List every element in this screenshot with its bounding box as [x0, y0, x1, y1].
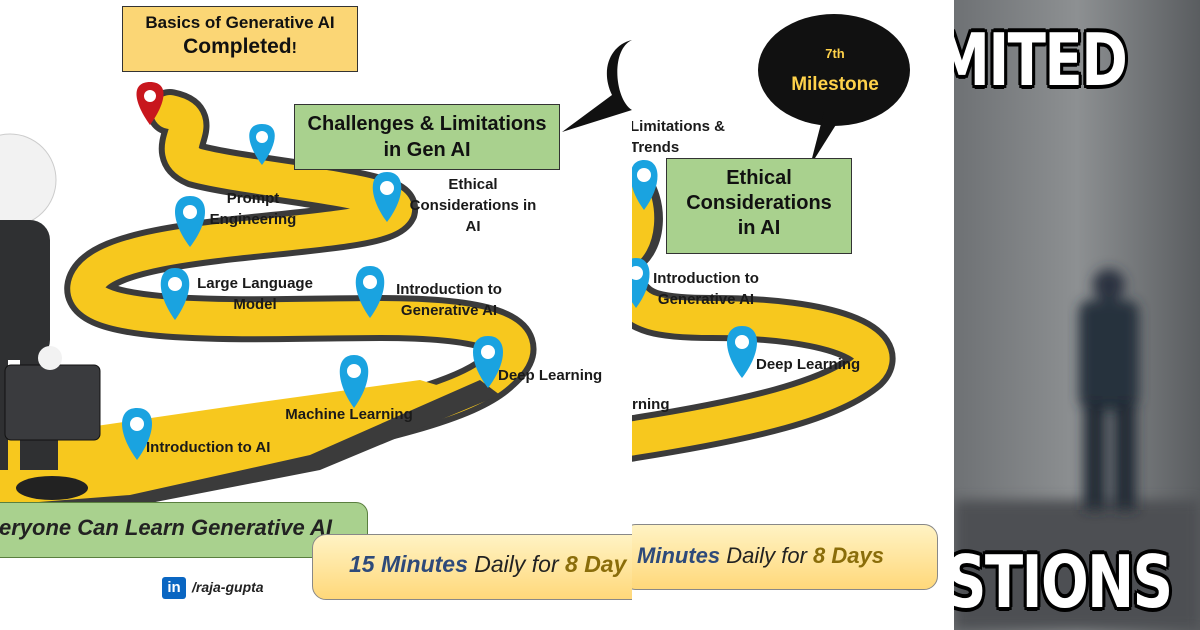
ethical-line2: Considerations	[686, 192, 832, 214]
blurred-photo	[954, 0, 1200, 630]
meme-bottom-text: STIONS	[954, 540, 1173, 624]
challenges-line1: Challenges & Limitations	[307, 113, 547, 135]
pill2-part3: 8 Days	[813, 543, 884, 568]
businessman-figure	[0, 133, 101, 500]
pill2-part2: Daily for	[720, 543, 814, 568]
label-learning-fragment: rning	[632, 396, 670, 413]
blurred-person	[1079, 269, 1139, 510]
pin-icon	[632, 160, 658, 210]
pin-icon	[473, 336, 503, 388]
road-shadow	[0, 380, 500, 515]
completed-mark: !	[291, 40, 297, 57]
pin-icon	[175, 196, 205, 247]
label-limitations-trends: Limitations & Trends	[632, 118, 726, 156]
milestone-intro-ai: Introduction to AI	[146, 439, 271, 456]
roadmap-panel-1: Basics of Generative AI Completed! Chall…	[0, 6, 632, 600]
meme-top-text: MITED	[954, 18, 1128, 102]
road-illustration-2	[632, 14, 910, 462]
road-foreground	[0, 380, 470, 510]
speech-bubble-tail	[810, 112, 844, 166]
pill-part1: 15 Minutes	[349, 551, 468, 577]
roadmap-panel-2: 7th Milestone Limitations & Trends Ethic…	[632, 0, 954, 630]
ethical-box: Ethical Considerations in AI	[666, 158, 852, 254]
pill-part2: Daily for	[467, 551, 566, 577]
pill-part3: 8 Day	[565, 551, 627, 577]
pin-icon	[160, 268, 190, 320]
speech-bubble-fragment	[562, 40, 632, 132]
pin-icon	[122, 408, 152, 460]
pill2-part1: Minutes	[637, 543, 721, 568]
milestone-ethical-considerations: Ethical Considerations in AI	[409, 176, 537, 235]
linkedin-icon: in	[162, 577, 186, 599]
bubble-title: Milestone	[791, 74, 879, 95]
speech-bubble	[758, 14, 910, 126]
daily-pill-2: Minutes Daily for 8 Days	[632, 524, 938, 590]
milestone-llm: Large Language Model	[197, 275, 313, 313]
road-surface	[632, 283, 890, 456]
pin-icon	[372, 172, 402, 222]
briefcase-icon	[4, 364, 101, 441]
milestone-deep-learning: Deep Learning	[498, 367, 603, 384]
pin-icon	[339, 355, 369, 408]
daily-pill: 15 Minutes Daily for 8 Day	[312, 534, 632, 600]
banner-text: eryone Can Learn Generative AI	[0, 515, 332, 540]
pin-icon	[249, 124, 275, 165]
milestone-prompt-engineering: Prompt Engineering	[209, 190, 297, 228]
pin-icon	[632, 258, 650, 308]
completed-line2: Completed	[183, 35, 292, 58]
label-deep-learning: Deep Learning	[756, 356, 861, 373]
pin-icon	[727, 326, 757, 378]
meme-panel: MITED STIONS	[954, 0, 1200, 630]
ethical-line3: in AI	[737, 217, 781, 239]
start-pin-icon	[136, 82, 164, 125]
banner: eryone Can Learn Generative AI	[0, 502, 368, 558]
milestone-machine-learning: Machine Learning	[285, 406, 413, 423]
milestone-intro-gen-ai: Introduction to Generative AI	[396, 281, 502, 319]
challenges-line2: in Gen AI	[383, 139, 471, 161]
bubble-number: 7th	[825, 46, 845, 61]
linkedin-handle: /raja-gupta	[192, 579, 264, 595]
completed-line1: Basics of Generative AI	[145, 13, 335, 32]
challenges-box: Challenges & Limitations in Gen AI	[294, 104, 560, 170]
completed-box: Basics of Generative AI Completed!	[122, 6, 358, 72]
label-intro-gen-ai: Introduction to Generative AI	[653, 270, 759, 308]
road-illustration	[0, 40, 632, 529]
ethical-line1: Ethical	[726, 167, 792, 189]
pin-icon	[355, 266, 385, 318]
